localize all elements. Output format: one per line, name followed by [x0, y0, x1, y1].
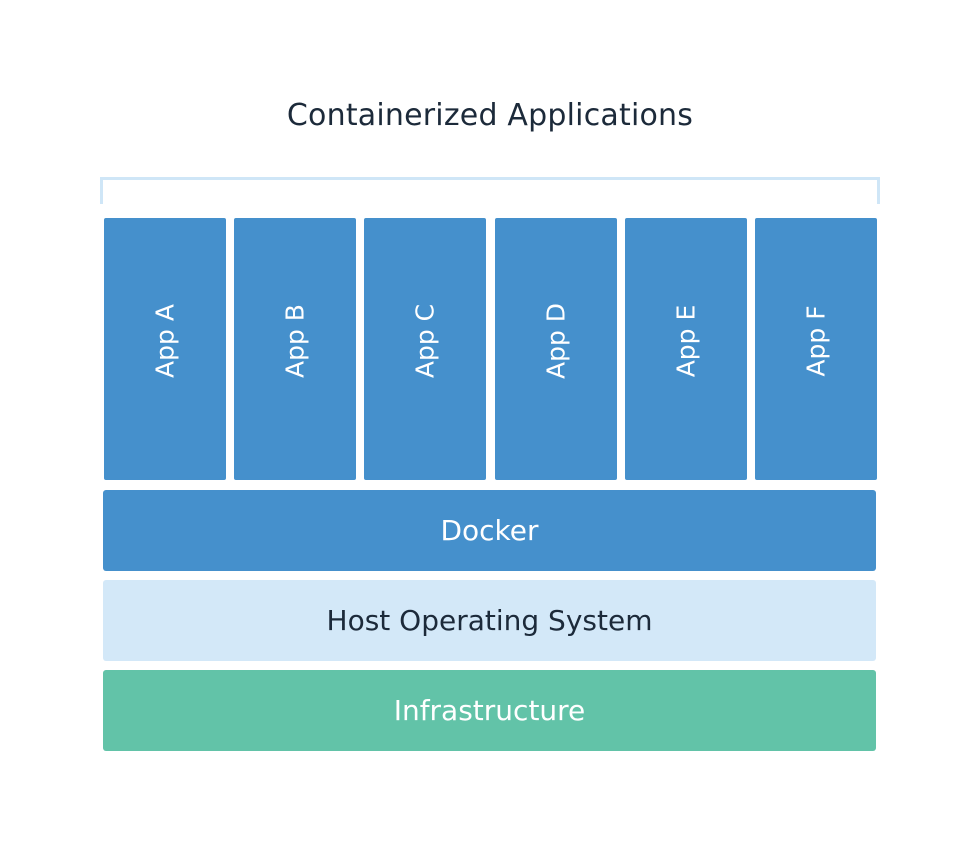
apps-row: App A App B App C App D App E App F	[104, 218, 878, 480]
applications-bracket	[100, 177, 880, 204]
infrastructure-layer: Infrastructure	[103, 670, 876, 751]
app-label-d: App D	[541, 302, 571, 380]
app-block-e: App E	[625, 218, 747, 480]
host-os-layer: Host Operating System	[103, 580, 876, 661]
app-label-a: App A	[150, 304, 180, 378]
app-block-d: App D	[495, 218, 617, 480]
app-label-c: App C	[410, 303, 440, 379]
app-label-b: App B	[280, 304, 310, 378]
docker-layer-label: Docker	[440, 514, 539, 547]
app-label-e: App E	[671, 304, 701, 378]
app-block-c: App C	[364, 218, 486, 480]
diagram-title: Containerized Applications	[286, 98, 694, 133]
infrastructure-layer-label: Infrastructure	[393, 694, 586, 727]
app-block-a: App A	[104, 218, 226, 480]
app-block-f: App F	[755, 218, 877, 480]
app-block-b: App B	[234, 218, 356, 480]
host-os-layer-label: Host Operating System	[326, 604, 653, 637]
app-label-f: App F	[801, 305, 831, 377]
docker-layer: Docker	[103, 490, 876, 571]
